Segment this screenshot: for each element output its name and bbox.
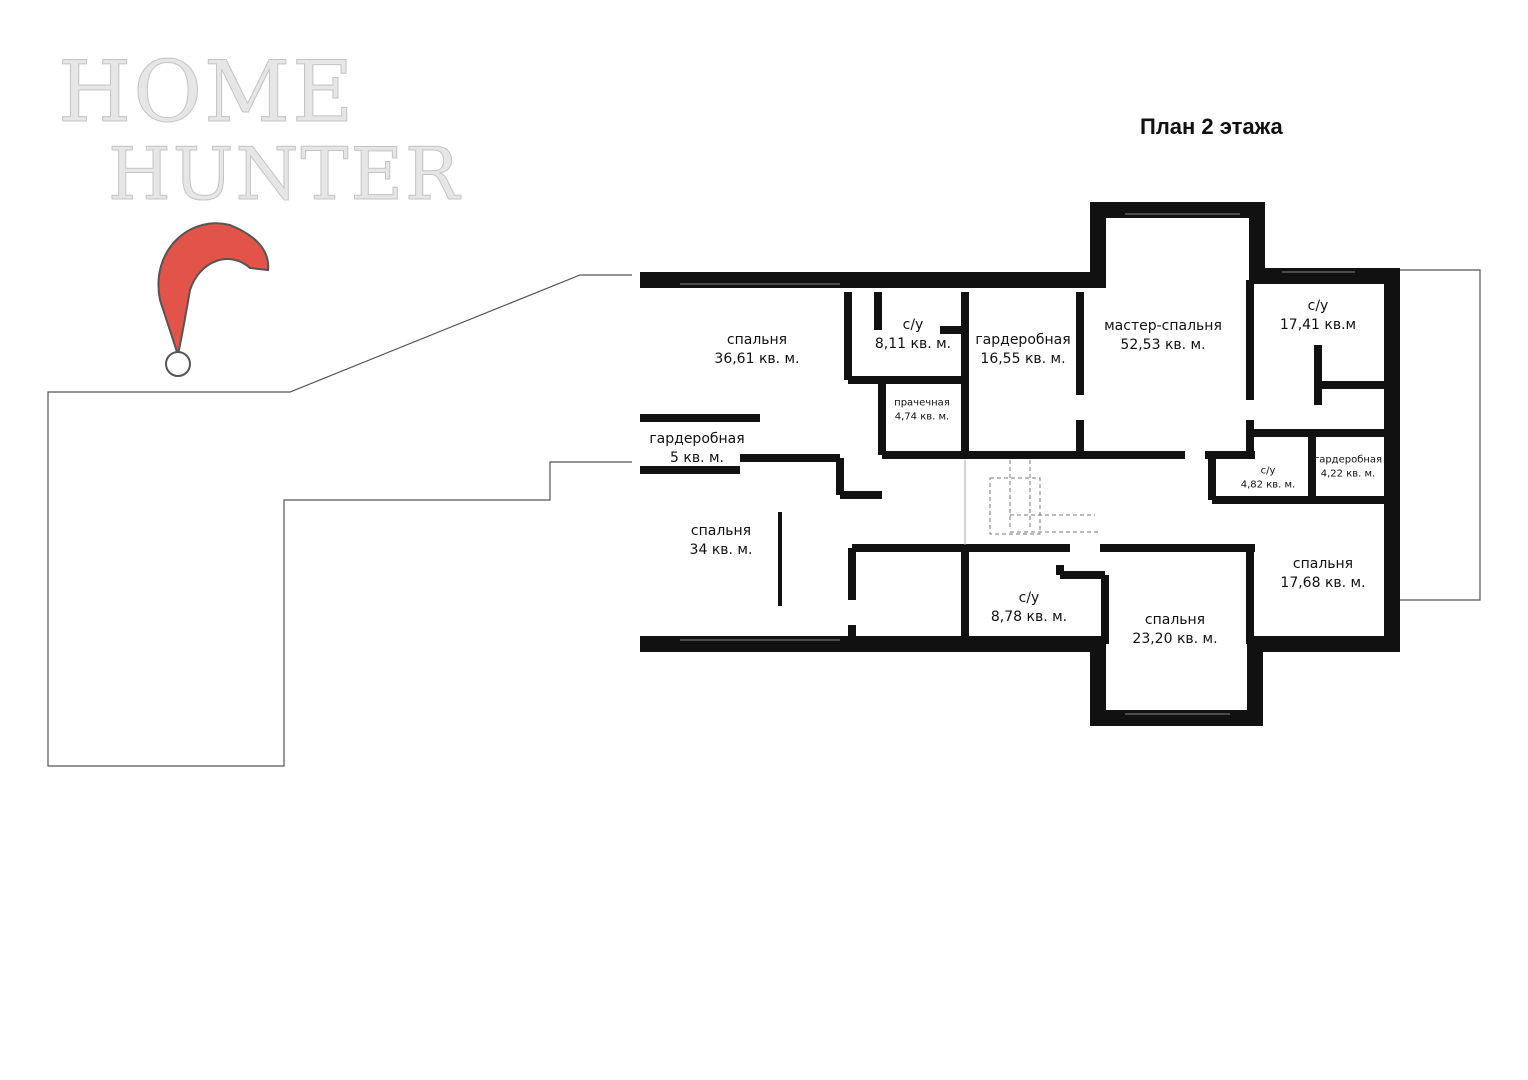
page-title: План 2 этажа (1140, 114, 1283, 139)
santa-hat-icon (157, 222, 270, 377)
site-outline (47, 269, 1481, 767)
staircase (989, 460, 1100, 535)
logo-home: HOME (57, 43, 356, 141)
logo-hunter: HUNTER (107, 132, 462, 216)
walls (640, 202, 1400, 726)
windows (680, 213, 1355, 715)
